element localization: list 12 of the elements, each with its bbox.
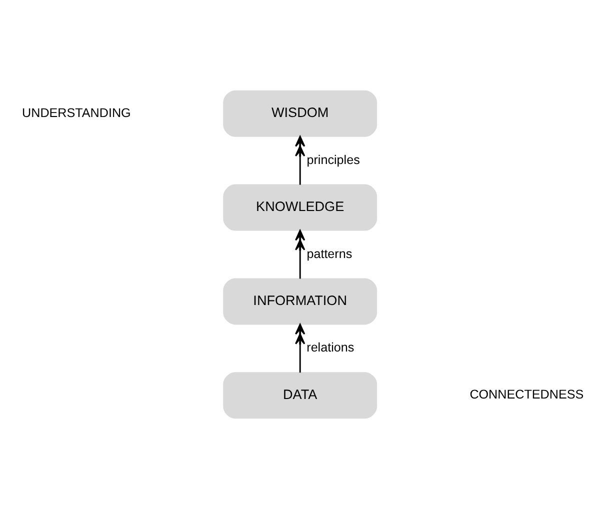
arrow bbox=[295, 323, 306, 372]
node-box: KNOWLEDGE bbox=[223, 184, 378, 230]
node-box: DATA bbox=[223, 372, 378, 418]
edge-label: principles bbox=[306, 152, 360, 166]
arrow bbox=[295, 135, 306, 184]
edge-label: relations bbox=[306, 340, 354, 354]
label: CONNECTEDNESS bbox=[470, 387, 584, 402]
node-box: INFORMATION bbox=[223, 278, 378, 324]
edge-label: patterns bbox=[306, 246, 352, 260]
node-box: WISDOM bbox=[223, 90, 378, 136]
label: UNDERSTANDING bbox=[22, 105, 131, 120]
arrow bbox=[295, 229, 306, 278]
